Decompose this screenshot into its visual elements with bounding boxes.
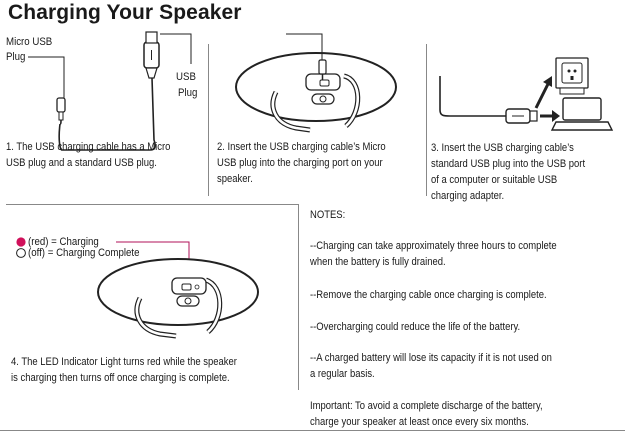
note-item-1: --Charging can take approximately three … [310, 240, 557, 268]
note-item-3: --Overcharging could reduce the life of … [310, 321, 521, 333]
notes-heading: NOTES: [310, 209, 346, 221]
step2-text: 2. Insert the USB charging cable’s Micro… [217, 141, 386, 185]
page-title: Charging Your Speaker [8, 1, 242, 24]
note-item-2: --Remove the charging cable once chargin… [310, 289, 547, 301]
usb-label-line2: Plug [178, 87, 198, 99]
step4-text: 4. The LED Indicator Light turns red whi… [11, 356, 237, 384]
micro-usb-label-line1: Micro USB [6, 36, 53, 48]
important-note: Important: To avoid a complete discharge… [310, 400, 543, 428]
led-red-icon [16, 237, 26, 247]
step1-text: 1. The USB charging cable has a Micro US… [6, 141, 171, 169]
led-off-icon [16, 248, 26, 258]
divider-bottom [0, 430, 625, 431]
divider-2-3 [426, 44, 427, 196]
usb-label-line1: USB [176, 71, 196, 83]
legend-red-label: (red) = Charging [28, 236, 99, 248]
divider-1-2 [208, 44, 209, 196]
step3-text: 3. Insert the USB charging cable’s stand… [431, 142, 586, 202]
legend-off-label: (off) = Charging Complete [28, 247, 140, 259]
micro-usb-label-line2: Plug [6, 51, 26, 63]
note-item-4: --A charged battery will lose its capaci… [310, 352, 552, 380]
divider-mid-left [6, 204, 298, 205]
divider-4-notes [298, 204, 299, 390]
